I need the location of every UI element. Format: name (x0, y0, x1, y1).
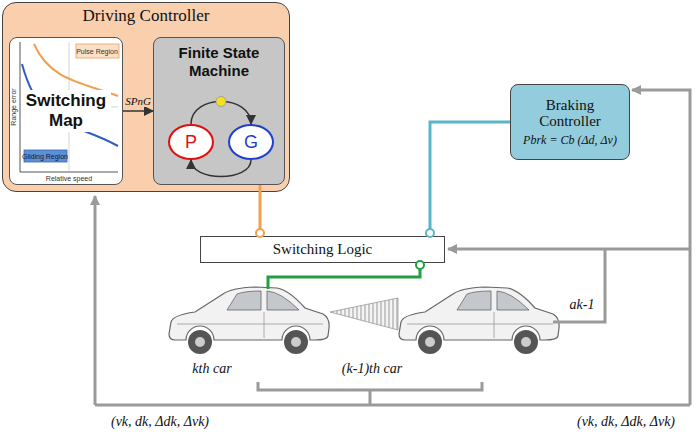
region-label: Pulse Region (76, 48, 118, 55)
node-title: G (244, 132, 258, 153)
car-label: kth car (192, 361, 231, 377)
pulse-state: P (168, 124, 214, 160)
switching-map-chart (20, 42, 119, 172)
switch-contact (426, 229, 434, 237)
braking-controller-box: Braking ControllerPbrk = Cb (Δd, Δv) (510, 84, 630, 160)
node-title: P (185, 132, 197, 153)
node-title: Finite State Machine (159, 44, 279, 80)
signal-bus (95, 404, 690, 407)
node-title: Braking Controller (520, 97, 620, 130)
signal-label: (vk, dk, Δdk, Δvk) (111, 414, 209, 430)
connector (430, 122, 510, 236)
state-token (216, 97, 226, 107)
switch-contact (416, 261, 424, 269)
axis-label: Relative speed (46, 175, 92, 182)
state-machine-box: Finite State MachineP G (153, 37, 285, 185)
formula: Pbrk = Cb (Δd, Δv) (523, 133, 617, 148)
actuation-wire (268, 268, 420, 289)
switching-logic-box: Switching Logic (200, 236, 445, 263)
connector (191, 160, 251, 177)
feedback-arrow (448, 248, 690, 251)
bracket (258, 382, 482, 405)
signal-label: ak-1 (570, 297, 595, 313)
node-title: Switching Logic (273, 241, 373, 258)
region-label: Gliding Region (22, 153, 68, 160)
connector (123, 110, 153, 112)
signal-label: (vk, dk, Δdk, Δvk) (577, 414, 675, 430)
glide-state: G (228, 124, 274, 160)
node-title: Switching Map (21, 90, 111, 133)
acceleration-wire (553, 249, 605, 322)
edge-label: SPnG (124, 95, 152, 107)
axis-label: Range error (10, 88, 17, 125)
switch-contact (256, 229, 264, 237)
feedback-arrow (94, 196, 97, 405)
car-label: (k-1)th car (342, 361, 402, 377)
sensor-cone (330, 298, 398, 330)
car-illustration (169, 287, 559, 354)
switching-map-box: Switching Map (9, 37, 123, 185)
node-title: Driving Controller (82, 6, 209, 26)
